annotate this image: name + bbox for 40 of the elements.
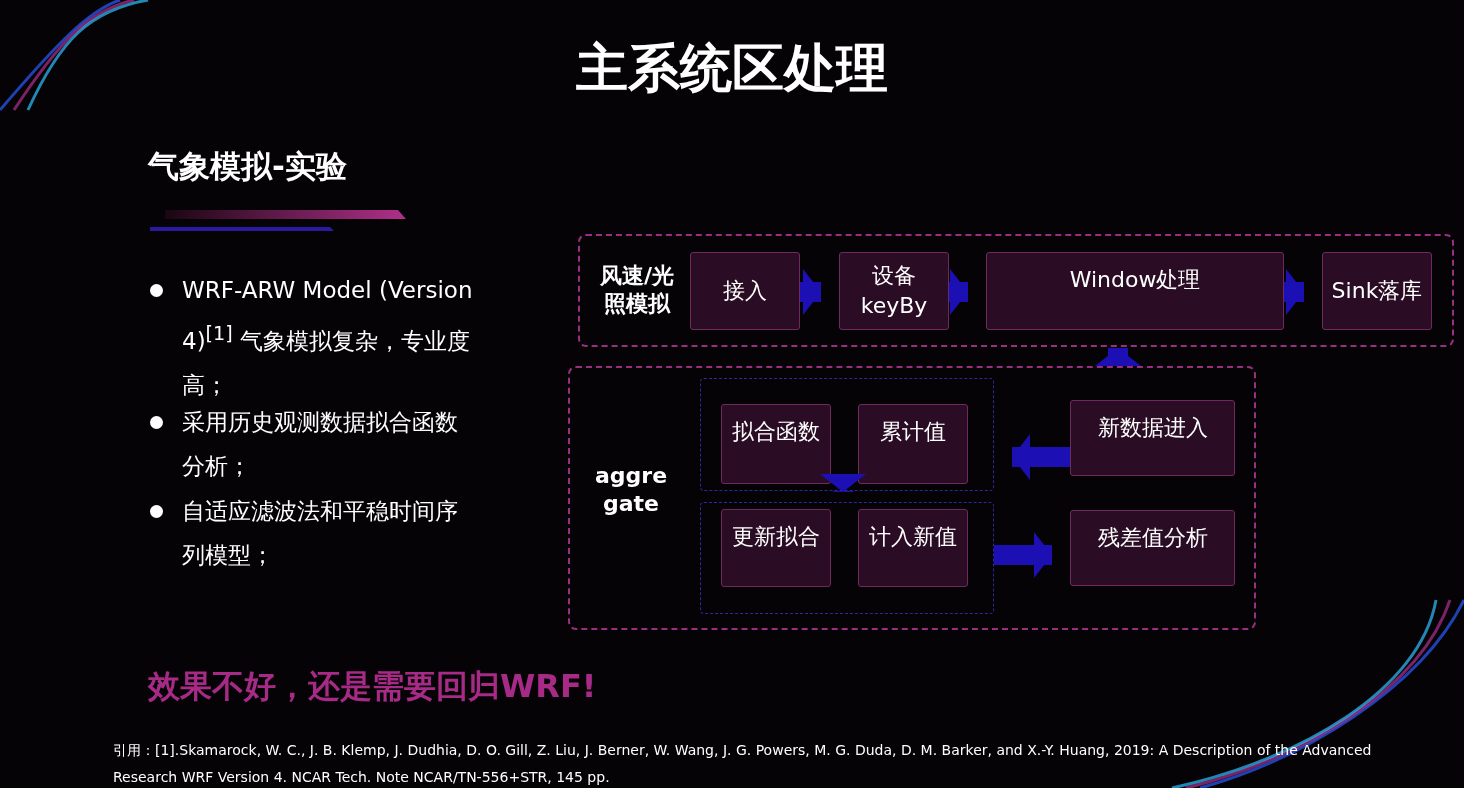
block-arrow [800, 269, 821, 315]
node-label: Sink落库 [1331, 277, 1423, 305]
process-box [858, 404, 968, 484]
dashed-subgroup-frame [700, 378, 994, 491]
bullet-text: 采用历史观测数据拟合函数分析； [182, 408, 459, 481]
process-box [690, 252, 800, 330]
block-arrow [1095, 348, 1141, 366]
block-arrow [994, 532, 1052, 578]
process-box [721, 509, 831, 587]
process-box [839, 252, 949, 330]
group-label: 风速/光照模拟 [598, 262, 675, 318]
dashed-subgroup-frame [700, 502, 994, 614]
node-label: 更新拟合 [732, 523, 820, 551]
slide-title: 主系统区处理 [575, 37, 889, 100]
section-heading: 气象模拟-实验 [148, 147, 348, 186]
block-arrow [1012, 434, 1070, 480]
node-label: 累计值 [880, 418, 946, 446]
process-box [721, 404, 831, 484]
reference-text: 引用：[1].Skamarock, W. C., J. B. Klemp, J. Dudhia, D. O. Gill, Z. Liu, J. Berner, W. Wang, J. G. Powers, M. G. Duda, D. M. Barker, and X.-Y. Huang, 2019: A Description of the Advanced Research WRF Version 4. NCAR Tech. Note NCAR/TN-556+STR, 145 pp. [113, 741, 1373, 787]
node-label: 新数据进入 [1097, 414, 1208, 442]
process-box [1070, 510, 1235, 586]
bullet-text: 自适应滤波法和平稳时间序列模型； [182, 497, 459, 570]
conclusion-text: 效果不好，还是需要回归WRF! [148, 666, 598, 707]
node-label: Window处理 [1069, 266, 1201, 294]
bullet-text: WRF-ARW Model (Version 4)$^{[1]}$ 气象模拟复杂，专业度高； [182, 276, 474, 400]
process-box [986, 252, 1284, 330]
group-label: aggre gate [593, 462, 669, 518]
node-label: 设备 keyBy [859, 262, 929, 320]
node-label: 拟合函数 [732, 418, 820, 446]
process-box [1322, 252, 1432, 330]
block-arrow [949, 269, 968, 315]
node-label: 计入新值 [869, 523, 957, 551]
block-arrow [1284, 269, 1304, 315]
dashed-group-frame [578, 234, 1454, 347]
node-label: 残差值分析 [1097, 524, 1208, 552]
process-box [858, 509, 968, 587]
process-box [1070, 400, 1235, 476]
dashed-group-frame [568, 366, 1256, 630]
block-arrow [820, 474, 866, 492]
node-label: 接入 [723, 277, 767, 305]
